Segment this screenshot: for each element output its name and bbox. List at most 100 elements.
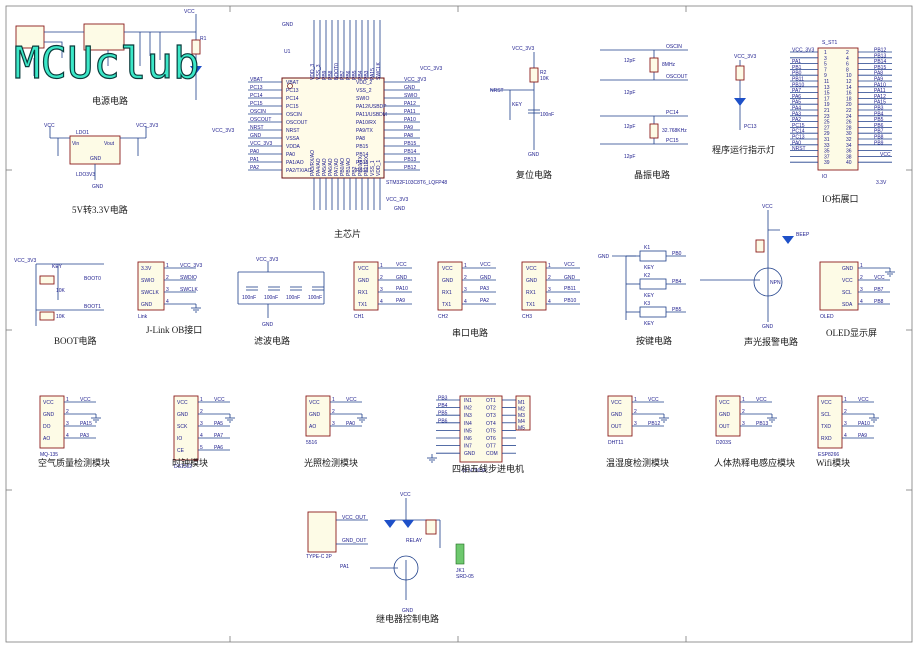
module-net: PA6 (214, 445, 223, 451)
oled-pin-label: VCC (842, 278, 853, 284)
alarm-led-icon (782, 236, 794, 244)
stepper-in-pin: IN4 (464, 421, 472, 427)
io-vcc: VCC (880, 152, 891, 158)
uart-gnd-net: GND (564, 275, 576, 281)
stepper-net: PB4 (438, 403, 448, 409)
module-pin-label: VCC (43, 400, 54, 406)
io-pin-num: 9 (824, 73, 827, 79)
io-right-net: PB8 (874, 135, 884, 141)
module-pin-label: SCK (177, 424, 188, 430)
mcu-right-net: SWIO (404, 93, 417, 99)
mcu-pin-label: OSCIN (286, 112, 302, 118)
module-pin-num: 1 (844, 397, 847, 403)
io-pin-num: 17 (824, 96, 830, 102)
module-net: VCC (648, 397, 659, 403)
io-left-net: PA7 (792, 88, 801, 94)
module-net: VCC (858, 397, 869, 403)
mcu-bottom-gnd: GND (394, 206, 406, 212)
mcuclub-logo: MCUclub (14, 38, 199, 89)
uart-vcc-net: VCC (564, 262, 575, 268)
uart-pin-label: RX1 (358, 290, 368, 296)
mcu-top-pin: PB3 (364, 70, 370, 80)
uart-pin-label: RX1 (442, 290, 452, 296)
uart-pin-label: GND (442, 278, 454, 284)
uart-pin-num: 3 (464, 287, 467, 293)
stepper-in-pin: IN2 (464, 406, 472, 412)
mcu-pin-label: NRST (286, 128, 300, 134)
uart-ref: CH1 (354, 314, 364, 320)
buzzer-gnd: GND (762, 324, 774, 330)
jlink-pin-label: 3.3V (141, 266, 152, 272)
module-pin-label: OUT (611, 424, 622, 430)
buzzer-part: BEEP (796, 232, 810, 238)
stepper-out-pin: OT7 (486, 444, 496, 450)
module-light-title: 光照检测模块 (304, 457, 358, 468)
io-pin-num: 18 (846, 96, 852, 102)
boot-title: BOOT电路 (54, 335, 97, 346)
mcu-bottom-pin: PA5/AO (322, 158, 328, 176)
io-pin-num: 35 (824, 149, 830, 155)
io-left-net: PC13 (792, 135, 805, 141)
lse-value: 32.768KHz (662, 128, 687, 134)
io-pin-num: 40 (846, 160, 852, 166)
module-pin-label: GND (719, 412, 731, 418)
io-pin-num: 32 (846, 137, 852, 143)
uart-rx-net: PA3 (480, 286, 489, 292)
uart-pin-num: 4 (380, 299, 383, 305)
io-right-net: PA15 (874, 100, 886, 106)
crystal-title: 晶振电路 (634, 169, 670, 180)
module-pin-num: 1 (66, 397, 69, 403)
io-pin-num: 13 (824, 85, 830, 91)
uart-pin-num: 4 (548, 299, 551, 305)
io-pin-num: 36 (846, 149, 852, 155)
mcu-bottom-pin: PB0/AO (340, 158, 346, 176)
module-pin-label: GND (611, 412, 623, 418)
mcu-title: 主芯片 (334, 228, 361, 239)
module-temp-title: 温湿度检测模块 (606, 457, 669, 468)
jlink-ref: Link (138, 314, 148, 320)
module-pin-label: AO (43, 436, 50, 442)
mcu-pin-label: PA2/TX/AO (286, 168, 312, 174)
uart-title: 串口电路 (452, 327, 488, 338)
run-led-net: PC13 (744, 124, 757, 130)
module-net: VCC (214, 397, 225, 403)
io-left-net: PB10 (792, 82, 804, 88)
uart-rx-net: PA10 (396, 286, 408, 292)
uart-gnd-net: GND (396, 275, 408, 281)
io-pin-num: 6 (846, 62, 849, 68)
stepper-motor-pin: M1 (518, 400, 525, 406)
stepper-net: PB5 (438, 411, 448, 417)
jlink-pin-label: SWIO (141, 278, 154, 284)
net-vcc-power: VCC (184, 9, 195, 15)
key-ref: K2 (644, 273, 650, 279)
io-left-net: PB0 (792, 71, 802, 77)
reset-cap-value: 100nF (540, 112, 554, 118)
module-pin-label: VCC (821, 400, 832, 406)
ldo-name: LDO3V3 (76, 172, 95, 178)
module-gnd-icon (767, 414, 777, 423)
uart-pin-num: 1 (380, 263, 383, 269)
io-pin-num: 19 (824, 102, 830, 108)
io-pin-num: 5 (824, 62, 827, 68)
stepper-in-pin: IN6 (464, 436, 472, 442)
module-net: VCC (346, 397, 357, 403)
module-ref: DHT11 (608, 440, 624, 446)
mcu-pin-label: PA0 (286, 152, 295, 158)
c4-value: 12pF (624, 90, 635, 96)
relay-transistor-icon (393, 555, 419, 581)
mcu-right-net: PA9 (404, 125, 413, 131)
module-net: VCC (80, 397, 91, 403)
io-pin-num: 33 (824, 143, 830, 149)
pc14-net: PC14 (666, 110, 679, 116)
io-left-net: PA2 (792, 117, 801, 123)
sheet-border (5, 5, 913, 643)
io-pin-num: 2 (846, 50, 849, 56)
oled-pin-num: 4 (860, 299, 863, 305)
module-pin-label: TXD (821, 424, 831, 430)
io-right-net: PA9 (874, 77, 883, 83)
stepper-out-pin: OT4 (486, 421, 496, 427)
io-left-net: PA1 (792, 59, 801, 65)
